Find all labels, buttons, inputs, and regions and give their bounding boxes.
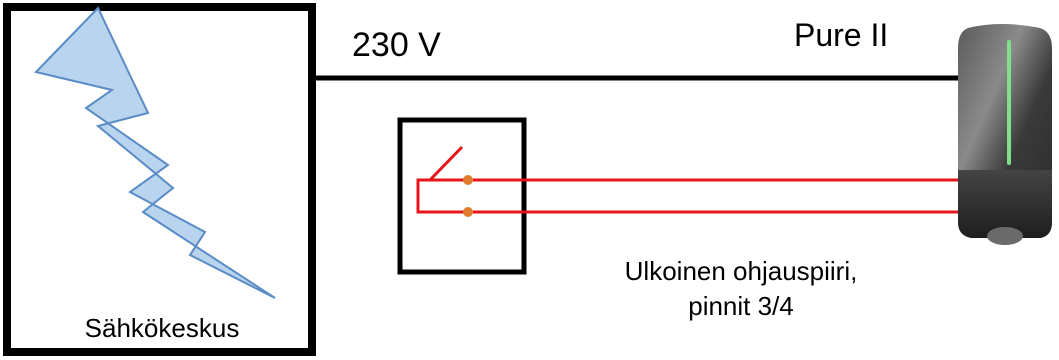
cable-outlet <box>987 227 1023 245</box>
switch-wire <box>416 178 468 214</box>
charger-lower <box>958 170 1052 238</box>
charger-device <box>958 24 1052 245</box>
terminal-dot <box>463 207 473 217</box>
panel-label: Sähkökeskus <box>85 313 240 343</box>
control-label-line1: Ulkoinen ohjauspiiri, <box>625 256 858 286</box>
lightning-bolt-icon <box>34 6 276 299</box>
control-label-line2: pinnit 3/4 <box>688 291 794 321</box>
charger-name: Pure II <box>794 17 888 53</box>
distribution-panel: Sähkökeskus <box>3 3 316 356</box>
switch-blade <box>428 145 464 182</box>
voltage-label: 230 V <box>352 26 441 64</box>
external-switch <box>397 117 527 275</box>
switch-box <box>397 117 527 275</box>
led-strip <box>1007 40 1011 165</box>
terminal-dot <box>463 175 473 185</box>
